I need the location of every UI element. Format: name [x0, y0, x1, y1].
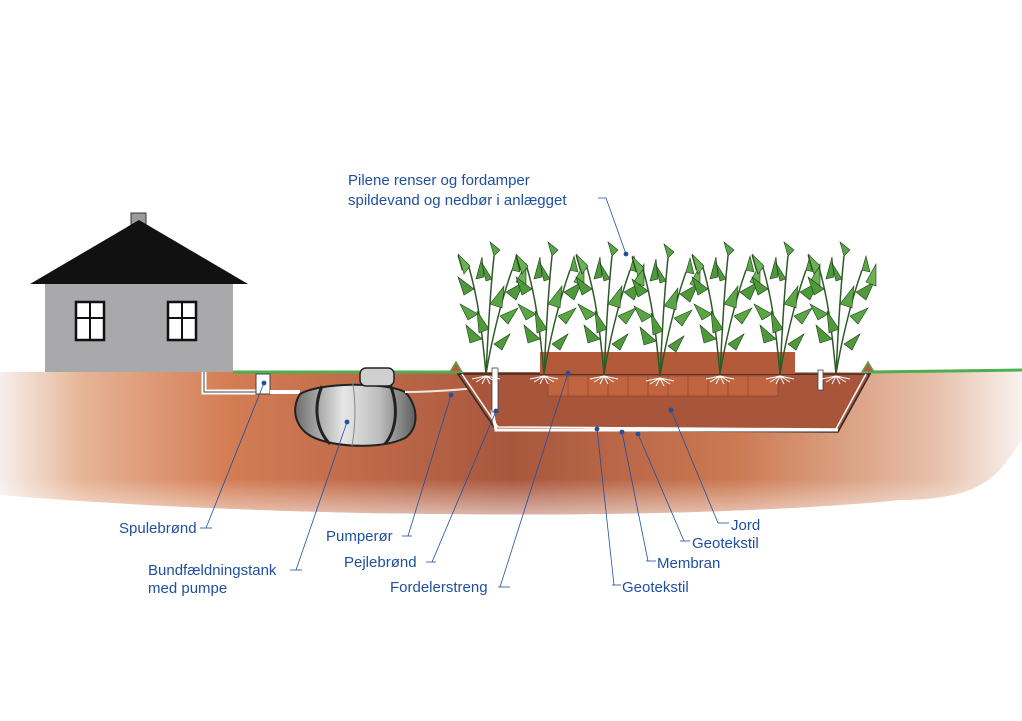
- geotekstil-upper-label: Geotekstil: [692, 535, 759, 552]
- window-icon: [74, 300, 106, 342]
- willow-bed: [456, 352, 872, 433]
- membran-label: Membran: [657, 555, 720, 572]
- tank-label-line1: Bundfældningstank: [148, 562, 277, 579]
- spulebroend-label: Spulebrønd: [119, 520, 197, 537]
- jord-label: Jord: [731, 517, 760, 534]
- geotekstil-lower-label: Geotekstil: [622, 579, 689, 596]
- willows-label-line2: spildevand og nedbør i anlægget: [348, 192, 567, 209]
- window-icon: [166, 300, 198, 342]
- pejlebroend-label: Pejlebrønd: [344, 554, 417, 571]
- pumperoer-label: Pumperør: [326, 528, 393, 545]
- septic-tank-icon: [294, 367, 417, 447]
- grass-line: [233, 360, 1022, 374]
- fordelerstreng-label: Fordelerstreng: [390, 579, 488, 596]
- house-icon: [30, 212, 248, 372]
- leader-lines: [205, 197, 719, 588]
- leader-dots: [261, 251, 674, 437]
- willow-plant-icon: [457, 241, 527, 385]
- house-outlet-pipe: [201, 372, 262, 395]
- willow-plant-icon: [807, 241, 877, 385]
- tank-label-line2: med pumpe: [148, 580, 227, 597]
- willows-label-line1: Pilene renser og fordamper: [348, 172, 530, 189]
